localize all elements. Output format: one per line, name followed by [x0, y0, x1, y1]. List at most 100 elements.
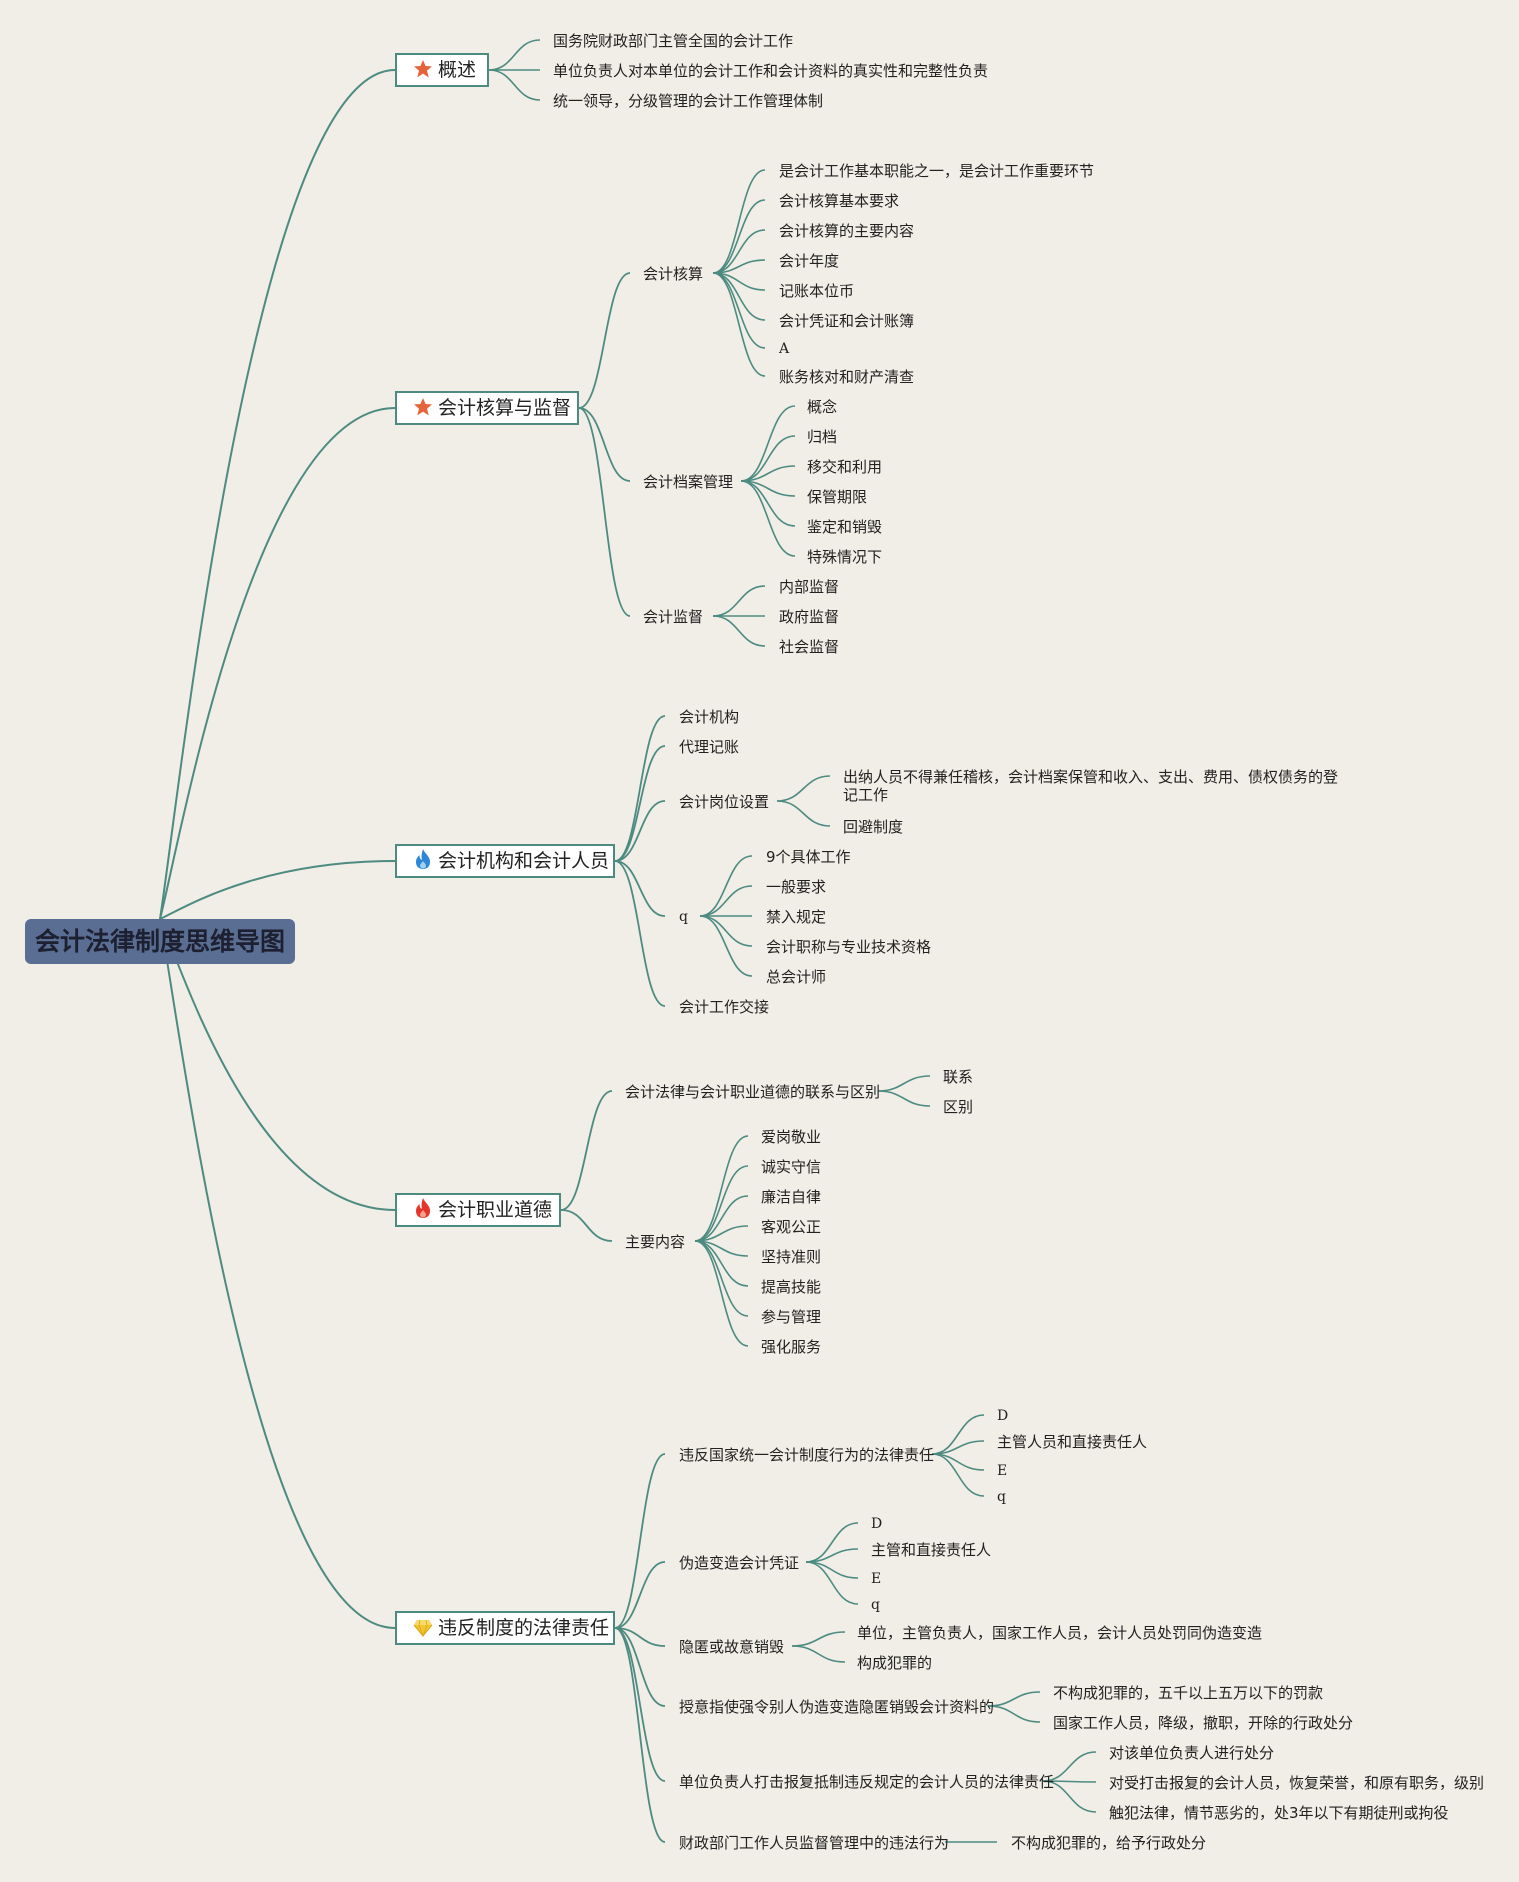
topic-text[interactable]: 账务核对和财产清查 — [779, 368, 915, 386]
connector-line — [740, 480, 796, 557]
root-node[interactable]: 会计法律制度思维导图 — [25, 919, 295, 964]
subtopic-text[interactable]: q — [679, 909, 688, 925]
branch-professional-ethics[interactable]: 会计职业道德 — [395, 1193, 561, 1227]
topic-text[interactable]: 回避制度 — [843, 818, 904, 836]
topic-text[interactable]: 9个具体工作 — [766, 848, 851, 866]
topic-text[interactable]: 禁入规定 — [766, 908, 827, 926]
topic-text[interactable]: 统一领导，分级管理的会计工作管理体制 — [553, 92, 824, 110]
topic-text[interactable]: 出纳人员不得兼任稽核，会计档案保管和收入、支出、费用、债权债务的登记工作 — [843, 768, 1339, 804]
connector-line — [614, 1453, 666, 1629]
connector-line — [694, 1240, 749, 1347]
connector-line — [791, 1631, 846, 1647]
topic-text[interactable]: E — [871, 1571, 882, 1587]
connector-line — [791, 1645, 846, 1663]
topic-text[interactable]: 归档 — [807, 428, 838, 446]
connector-line — [1042, 1751, 1097, 1782]
topic-text[interactable]: 单位，主管负责人，国家工作人员，会计人员处罚同伪造变造 — [857, 1624, 1263, 1642]
connector-line — [614, 860, 666, 917]
topic-text[interactable]: 坚持准则 — [761, 1248, 822, 1266]
topic-text[interactable]: D — [997, 1408, 1009, 1424]
topic-text[interactable]: 一般要求 — [766, 878, 827, 896]
star-icon — [412, 393, 434, 423]
connector-line — [1042, 1780, 1097, 1813]
topic-text[interactable]: 国家工作人员，降级，撤职，开除的行政处分 — [1053, 1714, 1354, 1732]
subtopic-text[interactable]: 代理记账 — [679, 738, 740, 756]
connector-line — [578, 407, 631, 482]
topic-text[interactable]: 对受打击报复的会计人员，恢复荣誉，和原有职务，级别 — [1109, 1774, 1485, 1792]
branch-institutions-personnel[interactable]: 会计机构和会计人员 — [395, 844, 615, 878]
topic-text[interactable]: 主管和直接责任人 — [871, 1541, 992, 1559]
connector-line — [712, 272, 766, 377]
subtopic-text[interactable]: 会计工作交接 — [679, 998, 770, 1016]
subtopic-text[interactable]: 伪造变造会计凭证 — [679, 1554, 800, 1572]
connector-line — [712, 272, 766, 349]
connector-line — [694, 1165, 749, 1242]
connector-line — [694, 1240, 749, 1317]
subtopic-text[interactable]: 会计核算 — [643, 265, 704, 283]
topic-text[interactable]: 移交和利用 — [807, 458, 883, 476]
connector-line — [712, 615, 766, 647]
branch-accounting-supervision[interactable]: 会计核算与监督 — [395, 391, 579, 425]
topic-text[interactable]: E — [997, 1463, 1008, 1479]
subtopic-text[interactable]: 授意指使强令别人伪造变造隐匿销毁会计资料的 — [679, 1698, 995, 1716]
topic-text[interactable]: 主管人员和直接责任人 — [997, 1433, 1148, 1451]
subtopic-text[interactable]: 会计机构 — [679, 708, 740, 726]
topic-text[interactable]: 政府监督 — [779, 608, 840, 626]
topic-text[interactable]: 保管期限 — [807, 488, 868, 506]
topic-text[interactable]: 不构成犯罪的，给予行政处分 — [1011, 1834, 1207, 1852]
topic-text[interactable]: 参与管理 — [761, 1308, 822, 1326]
connector-line — [488, 39, 541, 71]
topic-text[interactable]: 客观公正 — [761, 1218, 822, 1236]
branch-overview[interactable]: 概述 — [395, 53, 489, 87]
flame-icon — [412, 1195, 434, 1225]
topic-text[interactable]: A — [779, 341, 790, 357]
connector-line — [614, 745, 666, 862]
connector-line — [987, 1691, 1041, 1707]
subtopic-text[interactable]: 会计法律与会计职业道德的联系与区别 — [625, 1083, 881, 1101]
subtopic-text[interactable]: 单位负责人打击报复抵制违反规定的会计人员的法律责任 — [679, 1773, 1055, 1791]
topic-text[interactable]: 对该单位负责人进行处分 — [1109, 1744, 1275, 1762]
topic-text[interactable]: 鉴定和销毁 — [807, 518, 883, 536]
topic-text[interactable]: 区别 — [943, 1098, 974, 1116]
topic-text[interactable]: q — [997, 1489, 1006, 1505]
connector-line — [877, 1090, 931, 1107]
subtopic-text[interactable]: 会计档案管理 — [643, 473, 734, 491]
subtopic-text[interactable]: 会计监督 — [643, 608, 704, 626]
topic-text[interactable]: 提高技能 — [761, 1278, 822, 1296]
topic-text[interactable]: 单位负责人对本单位的会计工作和会计资料的真实性和完整性负责 — [553, 62, 989, 80]
connector-line — [699, 915, 753, 947]
branch-legal-liability[interactable]: 违反制度的法律责任 — [395, 1611, 615, 1645]
subtopic-text[interactable]: 财政部门工作人员监督管理中的违法行为 — [679, 1834, 950, 1852]
topic-text[interactable]: 构成犯罪的 — [857, 1654, 933, 1672]
topic-text[interactable]: 概念 — [807, 398, 838, 416]
topic-text[interactable]: 不构成犯罪的，五千以上五万以下的罚款 — [1053, 1684, 1324, 1702]
connector-line — [712, 272, 766, 321]
topic-text[interactable]: 会计年度 — [779, 252, 840, 270]
topic-text[interactable]: 会计凭证和会计账簿 — [779, 312, 915, 330]
topic-text[interactable]: 总会计师 — [766, 968, 827, 986]
topic-text[interactable]: 爱岗敬业 — [761, 1128, 822, 1146]
connector-line — [614, 1627, 666, 1707]
topic-text[interactable]: 内部监督 — [779, 578, 840, 596]
topic-text[interactable]: 诚实守信 — [761, 1158, 822, 1176]
topic-text[interactable]: 社会监督 — [779, 638, 840, 656]
topic-text[interactable]: 会计核算的主要内容 — [779, 222, 915, 240]
topic-text[interactable]: 是会计工作基本职能之一，是会计工作重要环节 — [779, 162, 1095, 180]
subtopic-text[interactable]: 隐匿或故意销毁 — [679, 1638, 785, 1656]
topic-text[interactable]: D — [871, 1516, 883, 1532]
topic-text[interactable]: 国务院财政部门主管全国的会计工作 — [553, 32, 794, 50]
subtopic-text[interactable]: 违反国家统一会计制度行为的法律责任 — [679, 1446, 935, 1464]
subtopic-text[interactable]: 主要内容 — [625, 1233, 686, 1251]
topic-text[interactable]: 联系 — [943, 1068, 974, 1086]
branch-label: 会计职业道德 — [438, 1199, 553, 1221]
topic-text[interactable]: 触犯法律，情节恶劣的，处3年以下有期徒刑或拘役 — [1109, 1804, 1449, 1822]
topic-text[interactable]: 廉洁自律 — [761, 1188, 822, 1206]
topic-text[interactable]: 记账本位币 — [779, 282, 855, 300]
connector-line — [488, 69, 541, 101]
topic-text[interactable]: 会计核算基本要求 — [779, 192, 900, 210]
topic-text[interactable]: 会计职称与专业技术资格 — [766, 938, 932, 956]
topic-text[interactable]: 特殊情况下 — [807, 548, 883, 566]
topic-text[interactable]: 强化服务 — [761, 1338, 822, 1356]
subtopic-text[interactable]: 会计岗位设置 — [679, 793, 770, 811]
topic-text[interactable]: q — [871, 1597, 880, 1613]
